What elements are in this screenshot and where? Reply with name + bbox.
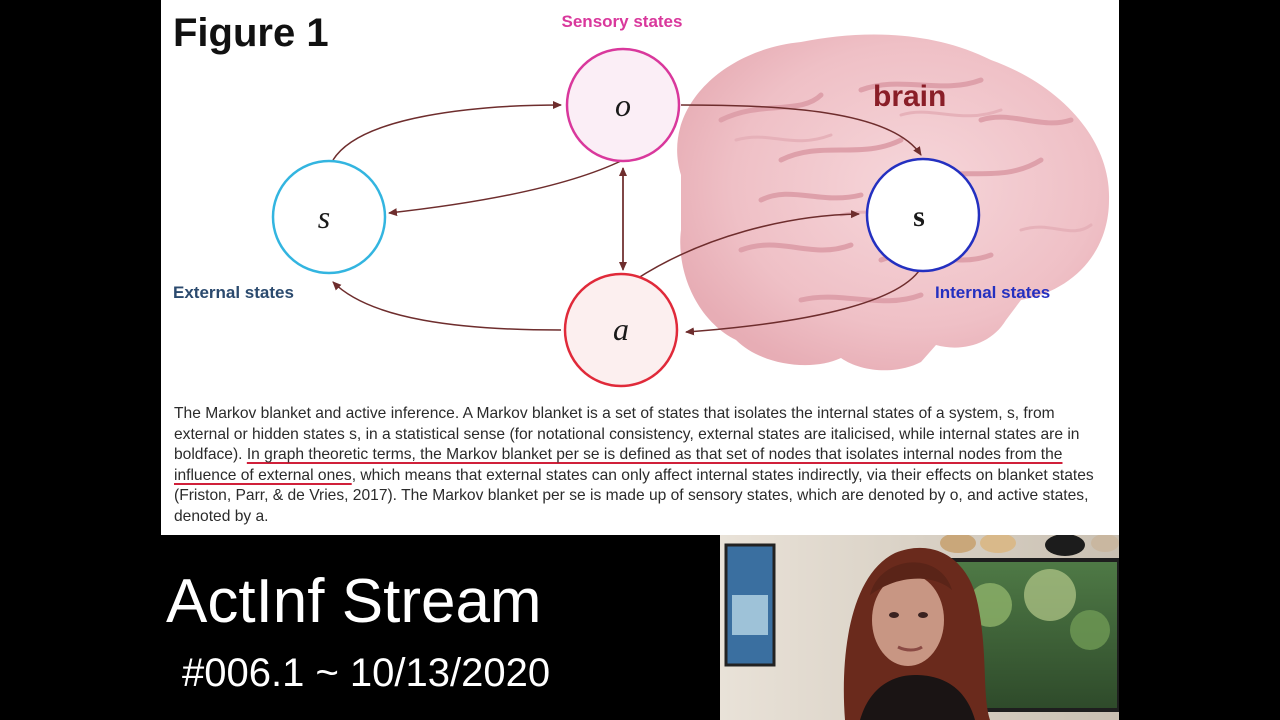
arrow-active-to-external: [332, 281, 562, 331]
figure-caption: The Markov blanket and active inference.…: [174, 404, 1114, 528]
node-external: s: [271, 159, 387, 275]
sensory-states-label: Sensory states: [562, 12, 683, 31]
arrow-sensory-to-external: [388, 159, 624, 217]
active-letter: a: [613, 311, 629, 347]
arrow-sensory-to-internal: [680, 104, 922, 156]
internal-states-label: Internal states: [935, 283, 1050, 302]
caption-highlight: In graph theoretic terms, the Markov bla…: [174, 446, 1063, 484]
node-sensory: o: [565, 47, 681, 163]
markov-blanket-diagram: o s s a Figure 1 Sensory states External…: [173, 11, 1110, 388]
webcam-image: [720, 535, 1119, 720]
arrow-internal-to-active: [685, 267, 922, 336]
figure-panel: o s s a Figure 1 Sensory states External…: [161, 0, 1119, 535]
node-active: a: [563, 272, 679, 388]
arrow-active-to-internal: [628, 210, 860, 285]
webcam-feed: [720, 535, 1119, 720]
sensory-letter: o: [615, 87, 631, 123]
stream-title: ActInf Stream: [166, 567, 542, 636]
internal-letter: s: [913, 200, 925, 233]
caption-intro: The Markov blanket and active inference.…: [174, 405, 1080, 464]
brain-label: brain: [873, 80, 946, 113]
external-states-label: External states: [173, 283, 294, 302]
arrow-external-to-sensory: [332, 101, 562, 161]
figure-title: Figure 1: [173, 11, 329, 55]
arrows: [332, 101, 922, 336]
caption-rest: , which means that external states can o…: [174, 466, 1094, 525]
external-letter: s: [318, 199, 330, 235]
node-internal: s: [865, 157, 981, 273]
stream-subtitle: #006.1 ~ 10/13/2020: [182, 651, 551, 695]
